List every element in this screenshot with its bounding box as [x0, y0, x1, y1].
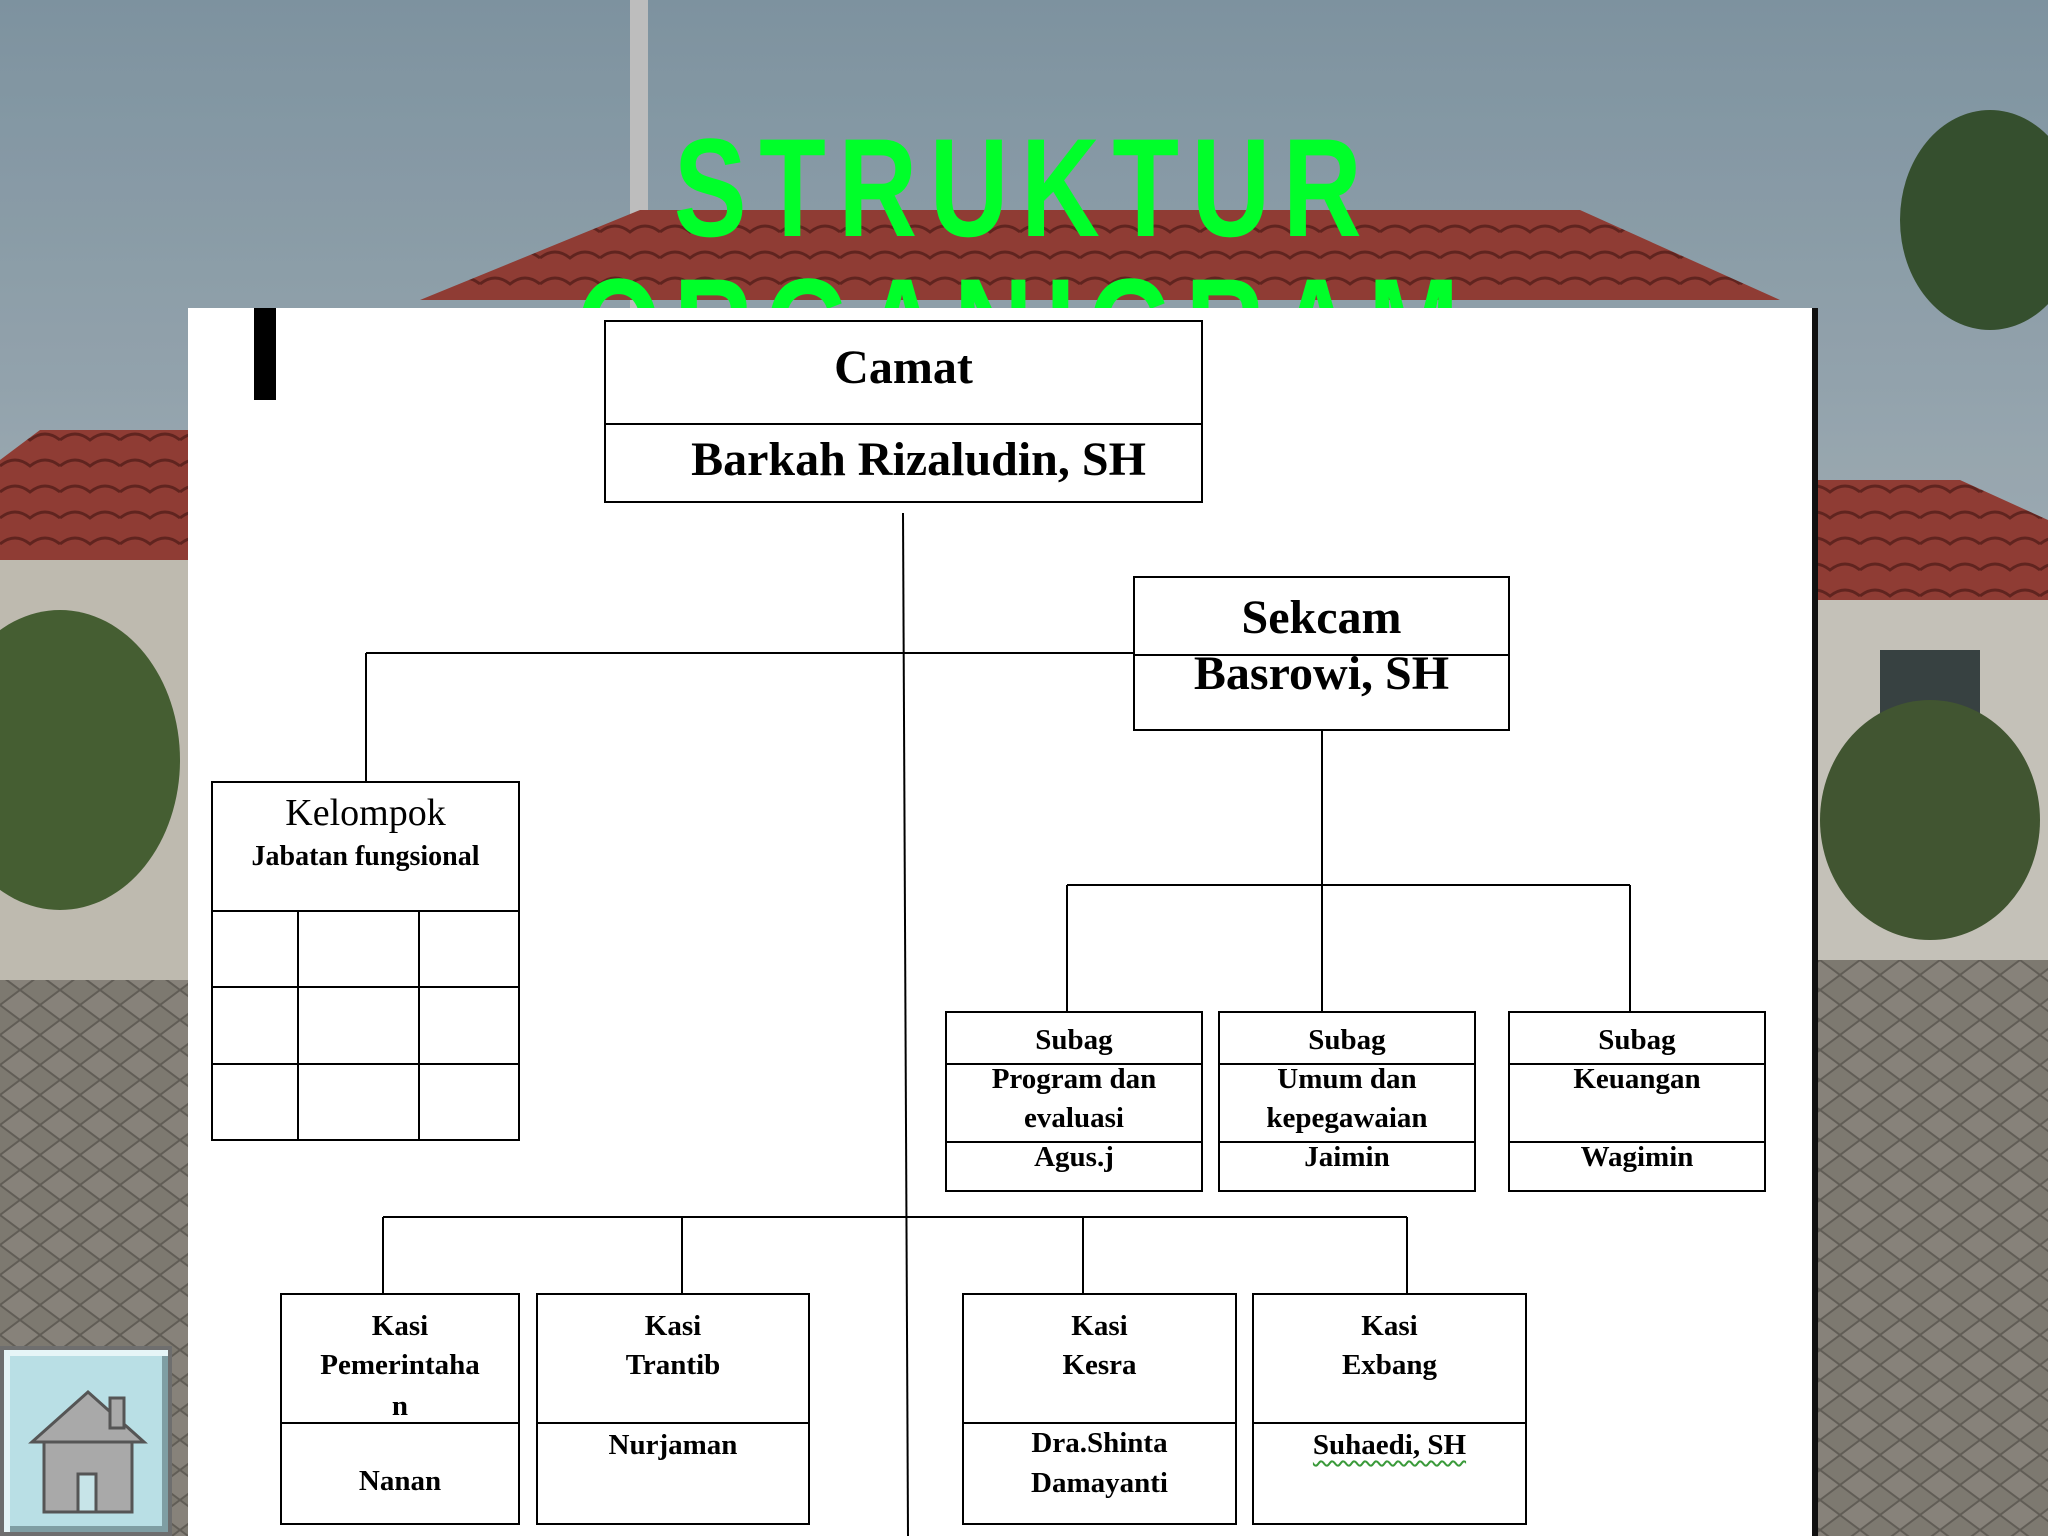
kasi-trantib-box: Kasi Trantib Nurjaman [536, 1293, 810, 1525]
camat-box: Camat Barkah Rizaludin, SH [604, 320, 1203, 503]
home-button[interactable] [0, 1346, 172, 1536]
sekcam-role: Sekcam [1241, 591, 1402, 644]
subag-program-title: Subag [1035, 1024, 1113, 1056]
subag-keuangan-box: Subag Keuangan Wagimin [1508, 1011, 1766, 1192]
kasi-pemerintahan-title: Kasi [371, 1310, 429, 1342]
kasi-pemerintahan-unit2: n [391, 1390, 409, 1422]
kasi-exbang-unit1: Exbang [1341, 1349, 1438, 1381]
kasi-trantib-name: Nurjaman [608, 1429, 738, 1461]
kasi-kesra-title: Kasi [1071, 1310, 1128, 1342]
camat-role: Camat [834, 341, 973, 394]
subag-umum-name: Jaimin [1304, 1141, 1390, 1173]
kasi-trantib-unit1: Trantib [625, 1349, 721, 1381]
subag-program-unit2: evaluasi [1024, 1102, 1124, 1134]
kelompok-line2: Jabatan fungsional [251, 841, 480, 872]
trunk-line [902, 512, 909, 1536]
sekcam-name: Basrowi, SH [1193, 647, 1450, 700]
kasi-kesra-box: Kasi Kesra Dra.Shinta Damayanti [962, 1293, 1237, 1525]
subag-umum-box: Subag Umum dan kepegawaian Jaimin [1218, 1011, 1476, 1192]
subag-keuangan-title: Subag [1598, 1024, 1676, 1056]
subag-program-name: Agus.j [1034, 1141, 1114, 1173]
subag-program-unit1: Program dan [991, 1063, 1157, 1095]
subag-program-box: Subag Program dan evaluasi Agus.j [945, 1011, 1203, 1192]
kasi-exbang-name: Suhaedi, SH [1312, 1429, 1467, 1461]
subag-keuangan-unit1: Keuangan [1573, 1063, 1701, 1095]
kasi-kesra-unit1: Kesra [1062, 1349, 1137, 1381]
subag-keuangan-name: Wagimin [1580, 1141, 1694, 1173]
kasi-kesra-name2: Damayanti [1031, 1467, 1168, 1499]
kasi-pemerintahan-unit1: Pemerintaha [320, 1349, 480, 1381]
subag-umum-title: Subag [1308, 1024, 1386, 1056]
house-icon [28, 1389, 148, 1514]
kasi-exbang-box: Kasi Exbang Suhaedi, SH [1252, 1293, 1527, 1525]
kelompok-box: Kelompok Jabatan fungsional [211, 781, 520, 1141]
camat-name: Barkah Rizaludin, SH [691, 433, 1146, 486]
kelompok-line1: Kelompok [285, 792, 446, 834]
kasi-pemerintahan-box: Kasi Pemerintaha n Nanan [280, 1293, 520, 1525]
kasi-trantib-title: Kasi [644, 1310, 702, 1342]
subag-umum-unit2: kepegawaian [1266, 1102, 1428, 1134]
text-cursor-bar [254, 308, 276, 400]
sekcam-box: Sekcam Basrowi, SH [1133, 576, 1510, 731]
kasi-pemerintahan-name: Nanan [358, 1465, 442, 1497]
kasi-exbang-title: Kasi [1361, 1310, 1418, 1342]
kasi-kesra-name1: Dra.Shinta [1031, 1427, 1168, 1459]
subag-umum-unit1: Umum dan [1277, 1063, 1417, 1095]
